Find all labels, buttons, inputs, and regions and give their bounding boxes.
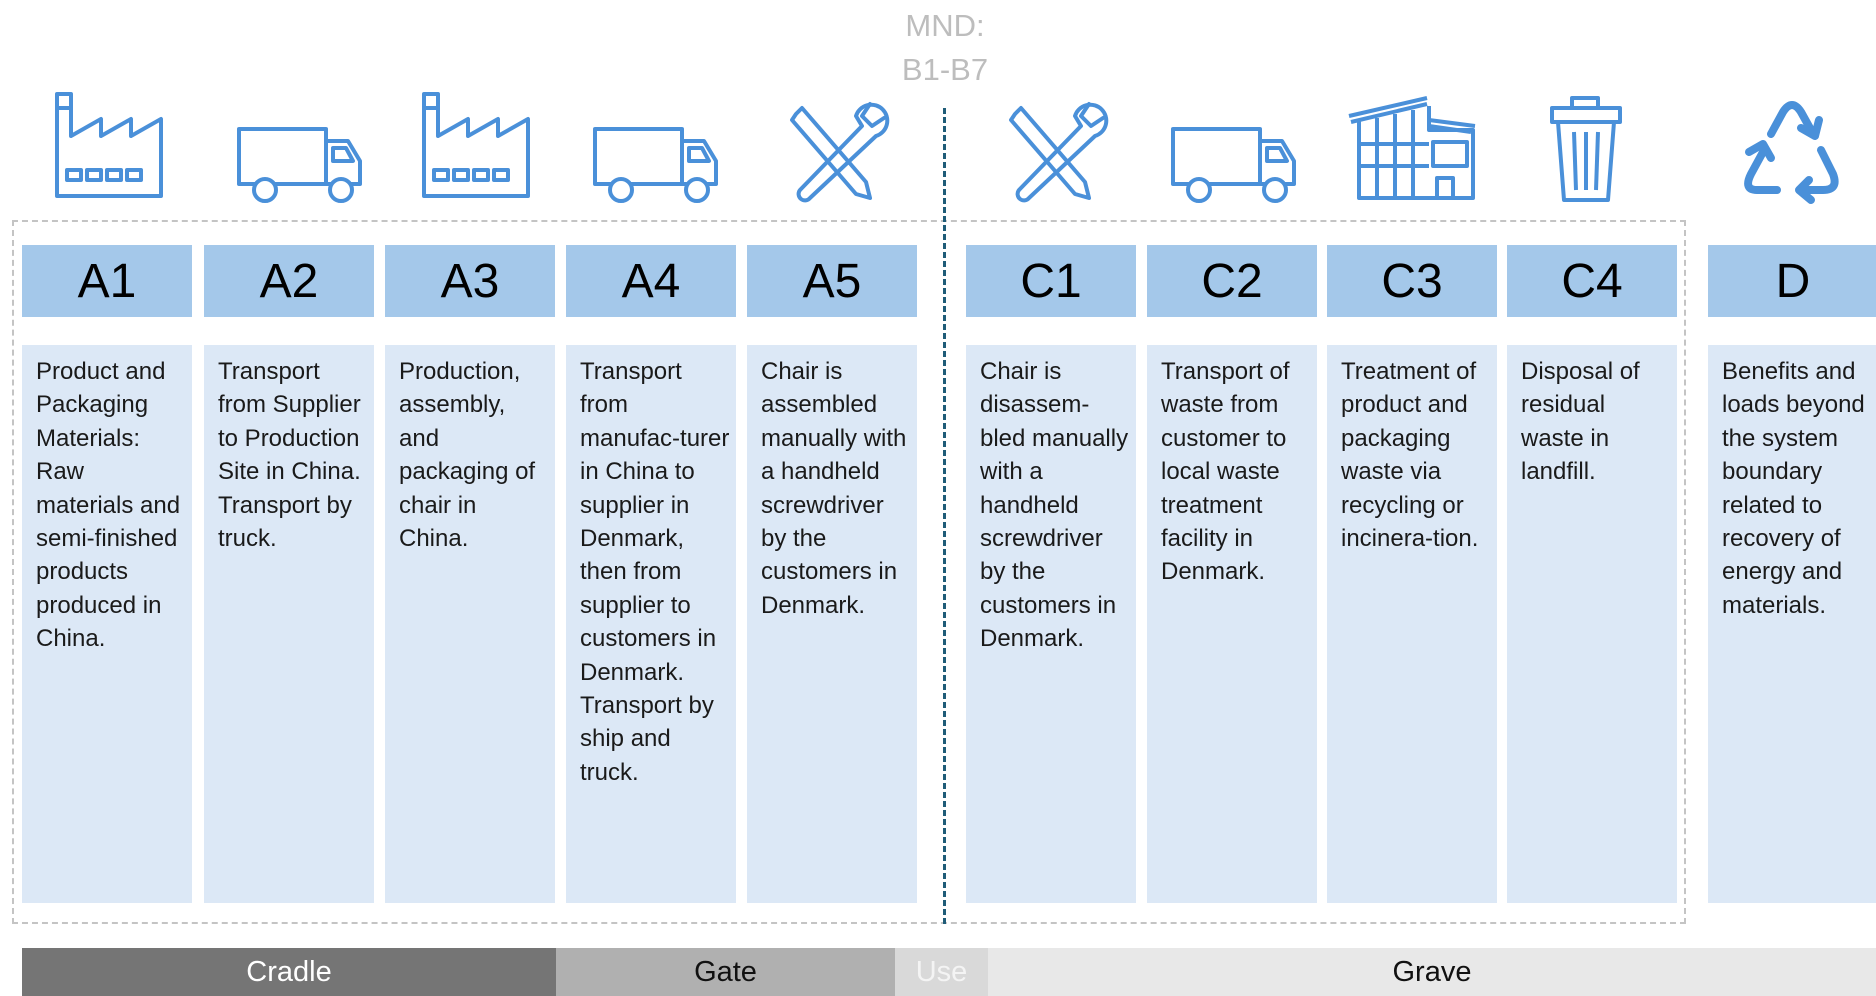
trash-bin-icon (1512, 86, 1662, 216)
stage-use: Use (895, 948, 988, 996)
module-code-a1: A1 (22, 245, 192, 317)
module-description-c1: Chair is disassem-bled manually with a h… (966, 345, 1136, 903)
tools-icon (758, 86, 908, 216)
system-boundary (12, 220, 1686, 924)
module-description-c3: Treatment of product and packaging waste… (1327, 345, 1497, 903)
module-code-a4: A4 (566, 245, 736, 317)
module-description-a3: Production, assembly, and packaging of c… (385, 345, 555, 903)
module-code-a2: A2 (204, 245, 374, 317)
module-description-a1: Product and Packaging Materials: Raw mat… (22, 345, 192, 903)
module-description-d: Benefits and loads beyond the system bou… (1708, 345, 1876, 903)
module-code-c1: C1 (966, 245, 1136, 317)
module-description-a4: Transport from manufac-turer in China to… (566, 345, 736, 903)
mnd-label: MND: B1-B7 (880, 4, 1010, 92)
treatment-plant-icon (1337, 86, 1487, 216)
recycle-icon (1717, 86, 1867, 216)
mnd-line2: B1-B7 (901, 52, 989, 87)
module-code-c3: C3 (1327, 245, 1497, 317)
module-description-c4: Disposal of residual waste in landfill. (1507, 345, 1677, 903)
truck-icon (1157, 86, 1307, 216)
module-description-a5: Chair is assembled manually with a handh… (747, 345, 917, 903)
module-code-a5: A5 (747, 245, 917, 317)
stage-grave: Grave (988, 948, 1876, 996)
truck-icon (223, 86, 373, 216)
mnd-line1: MND: (905, 8, 985, 43)
module-code-c4: C4 (1507, 245, 1677, 317)
module-description-c2: Transport of waste from customer to loca… (1147, 345, 1317, 903)
truck-icon (579, 86, 729, 216)
stage-cradle: Cradle (22, 948, 556, 996)
module-code-c2: C2 (1147, 245, 1317, 317)
tools-icon (977, 86, 1127, 216)
module-code-a3: A3 (385, 245, 555, 317)
factory-icon (31, 86, 181, 216)
use-stage-divider (943, 108, 946, 924)
module-code-d: D (1708, 245, 1876, 317)
factory-icon (398, 86, 548, 216)
module-description-a2: Transport from Supplier to Production Si… (204, 345, 374, 903)
stage-gate: Gate (556, 948, 895, 996)
